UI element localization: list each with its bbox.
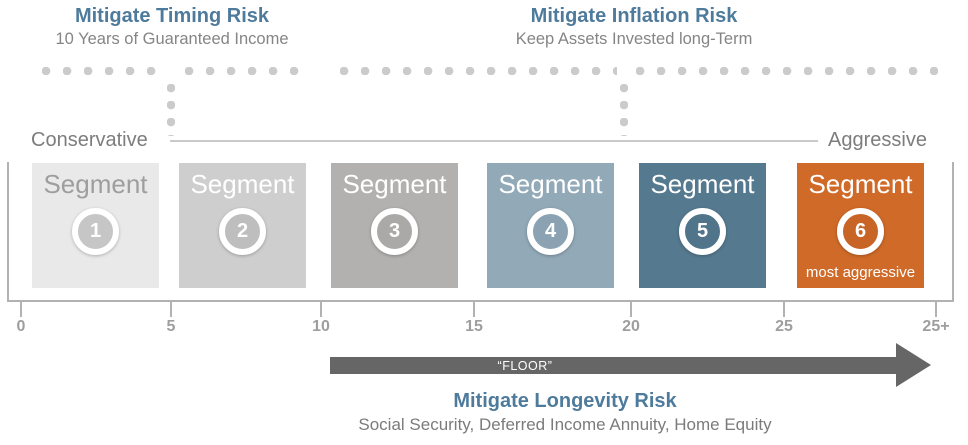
timing-risk-annotation: Mitigate Timing Risk 10 Years of Guarant… [22, 5, 322, 48]
tick-label-10: 10 [312, 318, 330, 335]
dotted-pointer-timing [167, 84, 175, 136]
segment-6-label: Segment [808, 169, 913, 199]
segment-5-label: Segment [650, 169, 755, 199]
floor-arrow-body [330, 357, 896, 374]
tick-label-20: 20 [622, 318, 640, 335]
tick-label-5: 5 [166, 318, 176, 335]
segment-3-number: 3 [388, 219, 401, 242]
floor-label: “FLOOR” [497, 359, 553, 373]
axis-tick-25plus [935, 302, 937, 317]
segment-3-label: Segment [342, 169, 447, 199]
segment-6-number: 6 [854, 219, 867, 242]
timeline-axis [7, 300, 954, 302]
dotted-line-timing-left [42, 67, 158, 75]
axis-tick-20 [630, 302, 632, 317]
segment-box-5: Segment 5 [639, 163, 766, 288]
dotted-line-inflation-right [636, 67, 938, 75]
most-aggressive-note: most aggressive [805, 264, 916, 281]
inflation-risk-subtitle: Keep Assets Invested long-Term [515, 30, 753, 48]
segment-4-label: Segment [498, 169, 603, 199]
segment-3-number-badge: 3 [371, 207, 418, 255]
timing-risk-title: Mitigate Timing Risk [74, 5, 270, 27]
segment-5-number: 5 [696, 219, 709, 242]
segment-1-number-badge: 1 [72, 207, 119, 255]
segment-4-number-badge: 4 [527, 207, 574, 255]
tick-label-25: 25 [775, 318, 793, 335]
segment-1-number: 1 [89, 219, 102, 242]
segment-1-label: Segment [43, 169, 148, 199]
inflation-risk-annotation: Mitigate Inflation Risk Keep Assets Inve… [484, 5, 784, 48]
axis-tick-5 [170, 302, 172, 317]
segment-box-3: Segment 3 [331, 163, 458, 288]
axis-left-cap [7, 162, 9, 302]
longevity-risk-title: Mitigate Longevity Risk [453, 390, 677, 412]
floor-arrow-head-icon [896, 343, 931, 387]
longevity-risk-annotation: Mitigate Longevity Risk Social Security,… [265, 390, 865, 435]
segment-5-number-badge: 5 [679, 207, 726, 255]
tick-label-0: 0 [16, 318, 26, 335]
segment-box-4: Segment 4 [487, 163, 614, 288]
dotted-line-inflation-left [340, 67, 617, 75]
axis-tick-0 [20, 302, 22, 317]
inflation-risk-title: Mitigate Inflation Risk [530, 5, 738, 27]
segment-box-6: Segment 6 most aggressive [797, 163, 924, 288]
tick-label-25plus: 25+ [922, 318, 950, 335]
risk-scale-line [170, 140, 818, 142]
segment-6-number-badge: 6 [837, 207, 884, 255]
segment-2-number: 2 [236, 219, 249, 242]
segment-2-number-badge: 2 [219, 207, 266, 255]
dotted-line-timing-right [185, 67, 300, 75]
segment-4-number: 4 [544, 219, 557, 242]
segment-box-1: Segment 1 [32, 163, 159, 288]
axis-tick-15 [473, 302, 475, 317]
timing-risk-subtitle: 10 Years of Guaranteed Income [55, 30, 289, 48]
segment-box-2: Segment 2 [179, 163, 306, 288]
longevity-risk-subtitle: Social Security, Deferred Income Annuity… [358, 415, 772, 434]
tick-label-15: 15 [465, 318, 483, 335]
axis-right-cap [952, 162, 954, 302]
aggressive-label: Aggressive [828, 129, 927, 151]
axis-tick-10 [320, 302, 322, 317]
conservative-label: Conservative [31, 129, 148, 151]
segment-2-label: Segment [190, 169, 295, 199]
axis-tick-25 [783, 302, 785, 317]
dotted-pointer-inflation [620, 84, 628, 136]
